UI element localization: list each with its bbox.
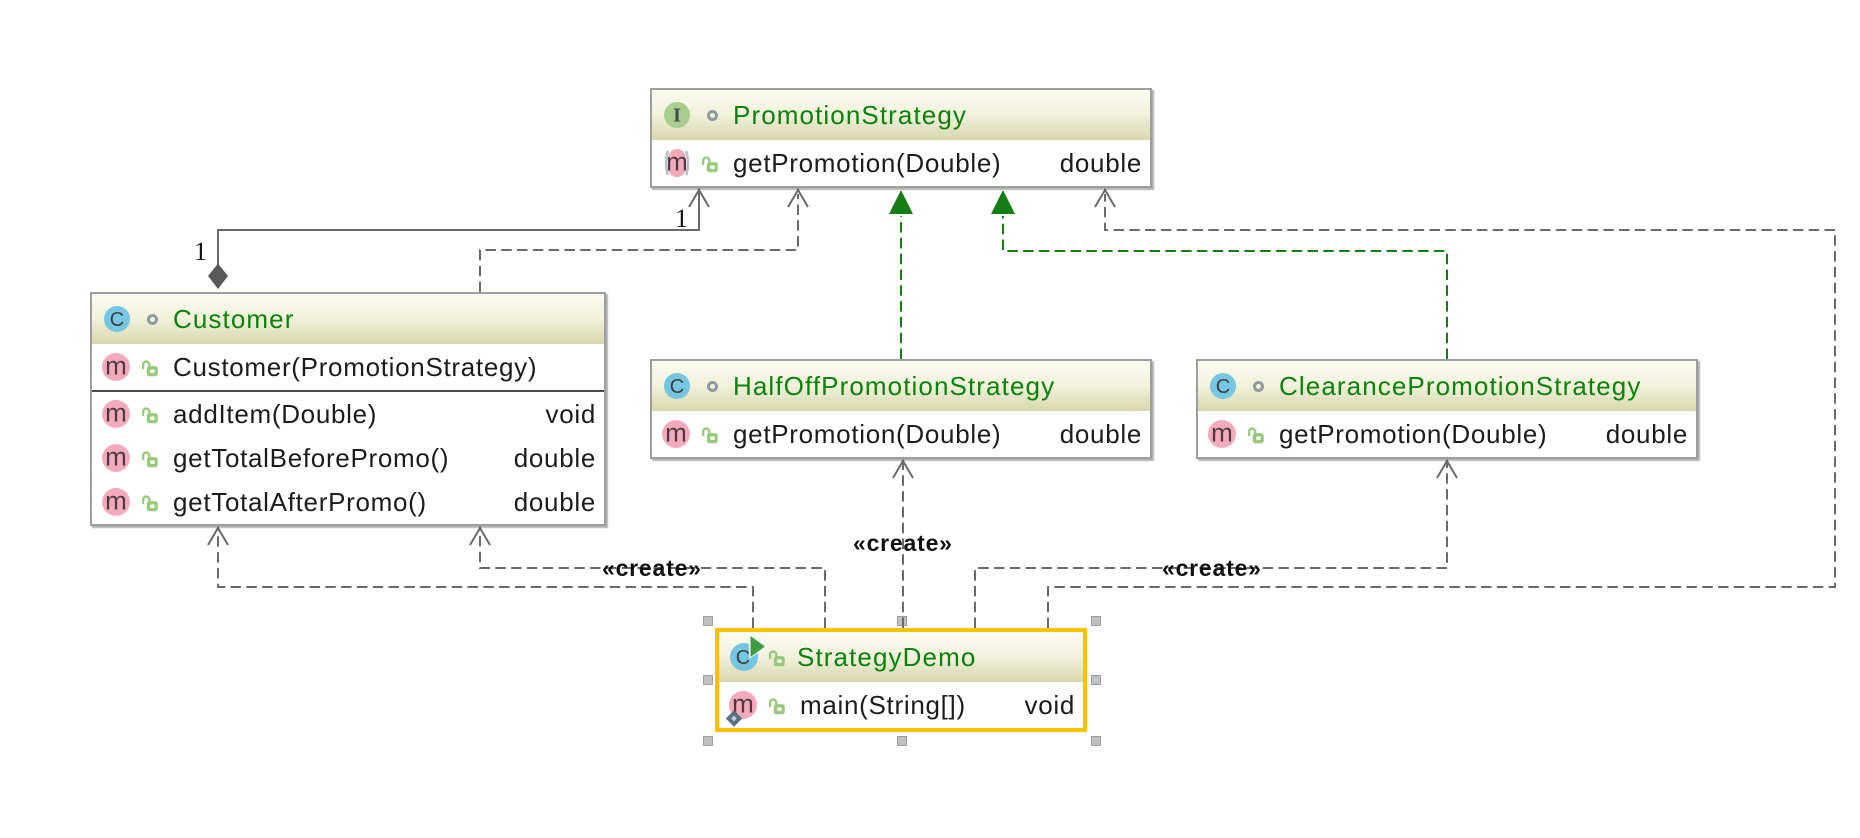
svg-text:m: m (105, 353, 127, 381)
svg-text:C: C (1216, 376, 1230, 398)
svg-text:m: m (105, 488, 127, 516)
svg-text:m: m (732, 689, 754, 719)
svg-text:m: m (665, 420, 687, 448)
svg-text:I: I (673, 105, 681, 127)
svg-text:m: m (1211, 420, 1233, 448)
svg-text:C: C (110, 309, 124, 331)
svg-text:m: m (666, 149, 688, 177)
svg-text:C: C (670, 376, 684, 398)
svg-text:C: C (736, 647, 750, 669)
svg-text:m: m (105, 400, 127, 428)
svg-text:m: m (105, 444, 127, 472)
